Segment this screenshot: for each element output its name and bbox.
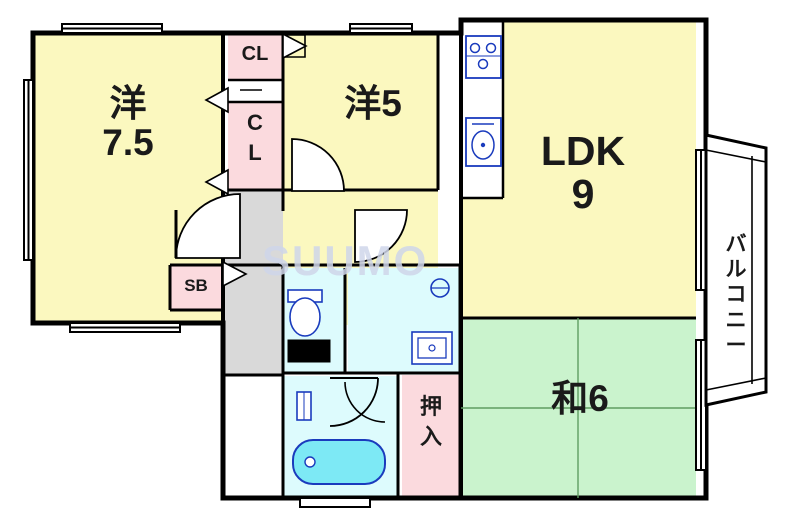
washbasin-icon (411, 331, 453, 365)
sb-label: SB (184, 276, 208, 295)
room-fill-oshiire (402, 375, 460, 498)
oshiire-label: 押 入 (419, 394, 442, 449)
window-left (23, 79, 34, 261)
room-fill-cl-top (228, 35, 282, 80)
youshitsu-5-label: 洋5 (344, 83, 402, 124)
entry-strip2 (170, 265, 223, 310)
door-arrow-2 (204, 86, 229, 114)
swing-door-youshitsu-5 (291, 138, 345, 192)
ldk-label: LDK 9 (540, 128, 626, 218)
swing-door-entry (329, 377, 379, 427)
bathtub-icon (292, 439, 386, 485)
room-fill-cl-mid (228, 102, 282, 190)
kitchen-sink-icon (465, 117, 502, 167)
balcony-label: バ ル コ ニ ー (725, 233, 747, 357)
window-bottom-left (69, 322, 181, 333)
balcony-rail-2 (705, 377, 767, 391)
youshitsu-75-label: 洋 7.5 (102, 83, 154, 163)
entrance-floor (223, 265, 283, 375)
window-top-left (61, 23, 163, 34)
washitsu-label: 和6 (551, 378, 609, 419)
cl-top-label: CL (241, 43, 269, 65)
window-bath (299, 497, 371, 508)
door-arrow-3 (204, 168, 229, 196)
door-arrow-1 (282, 32, 308, 60)
door-arrow-4 (222, 260, 248, 288)
shower-icon (296, 391, 312, 421)
toilet-icon (287, 289, 331, 363)
window-top-mid (349, 23, 413, 34)
balcony-outline (704, 133, 768, 407)
laundry-icon (430, 278, 450, 298)
stove-icon (465, 35, 502, 79)
swing-door-youshitsu-75 (175, 193, 241, 259)
balcony-rail-1 (705, 149, 767, 163)
swing-door-washroom (354, 209, 408, 263)
swing-door-toilet (344, 381, 386, 423)
cl-mid-label: C L (247, 110, 263, 165)
